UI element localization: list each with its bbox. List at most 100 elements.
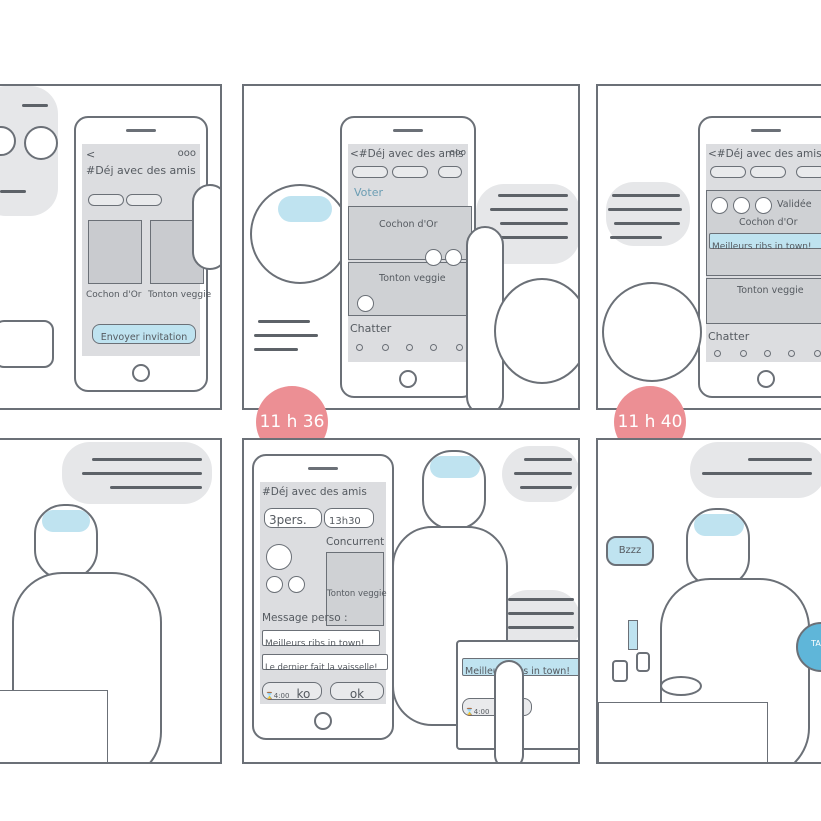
speech-line [748, 458, 812, 461]
ok-label: ok [349, 687, 365, 701]
tab-pill[interactable] [392, 166, 428, 178]
ko-button[interactable]: ⌛4:00 ko [262, 682, 322, 701]
buzz-text: Bzzz [618, 545, 642, 556]
competitor-card[interactable]: Tonton veggie [326, 552, 387, 626]
chat-label[interactable]: Chatter [708, 330, 750, 343]
competitor-label: Concurrent [326, 536, 385, 548]
option-b-label: Tonton veggie [148, 290, 212, 300]
send-invitation-label: Envoyer invitation [100, 332, 188, 343]
speech-line [610, 236, 662, 239]
hair [42, 510, 90, 532]
chat-dot [814, 350, 821, 357]
speech-line [258, 320, 310, 323]
competitor-name: Tonton veggie [327, 589, 387, 599]
plate [660, 676, 702, 696]
group-title: #Déj avec des amis [86, 164, 196, 177]
chat-dot [430, 344, 437, 351]
vote-option-b[interactable]: Tonton veggie [706, 278, 821, 324]
tab-pill[interactable] [438, 166, 462, 178]
option-a-label: Cochon d'Or [379, 219, 438, 230]
phone: <#Déj avec des amis Validée Cochon d'Or … [698, 116, 821, 398]
phone-screen: <#Déj avec des amis ooo Voter Cochon d'O… [348, 144, 472, 362]
message-chip: Meilleurs ribs in town! [709, 233, 821, 252]
tab-pill[interactable] [88, 194, 124, 206]
option-b-label: Tonton veggie [379, 273, 446, 284]
speech-line [490, 208, 568, 211]
restaurant-photo[interactable] [88, 220, 142, 284]
buzz-burst: Bzzz [606, 536, 654, 566]
chat-dot [788, 350, 795, 357]
speech-bubble [690, 442, 821, 498]
chat-dot [356, 344, 363, 351]
panel-select: #Déj avec des amis 3pers. 13h30 Concurre… [242, 438, 580, 764]
tab-pill[interactable] [352, 166, 388, 178]
option-a-label: Cochon d'Or [86, 290, 142, 300]
speech-line [514, 472, 572, 475]
sink-counter [0, 690, 108, 762]
menu-icon[interactable]: ooo [177, 148, 196, 159]
tab-pill[interactable] [710, 166, 746, 178]
hair [430, 456, 480, 478]
table-sign-text: TABL [811, 639, 821, 648]
group-title: <#Déj avec des amis [708, 148, 821, 160]
phone-speaker [308, 467, 338, 470]
speech-line [612, 194, 680, 197]
voter-avatar [425, 249, 442, 266]
chat-label[interactable]: Chatter [350, 322, 392, 335]
people-field[interactable]: 3pers. [264, 508, 322, 528]
speech-line [498, 236, 568, 239]
hair [278, 196, 332, 222]
speech-line [508, 598, 574, 601]
character-portrait [494, 278, 578, 384]
member-avatar [288, 576, 305, 593]
message-option[interactable]: Le dernier fait la vaisselle! [262, 654, 388, 673]
message-text: Le dernier fait la vaisselle! [265, 663, 378, 673]
hair [694, 514, 744, 536]
chat-dot [406, 344, 413, 351]
panel-invite: < ooo #Déj avec des amis Cochon d'Or Ton… [0, 84, 222, 410]
validated-option[interactable]: Validée Cochon d'Or Meilleurs ribs in to… [706, 190, 821, 276]
tab-pill[interactable] [126, 194, 162, 206]
home-button[interactable] [399, 370, 417, 388]
chat-dot [382, 344, 389, 351]
phone-screen: < ooo #Déj avec des amis Cochon d'Or Ton… [82, 144, 211, 356]
ko-label: ko [296, 687, 311, 701]
menu-icon[interactable]: ooo [449, 148, 466, 158]
pointing-finger [494, 660, 524, 762]
laptop-icon [0, 320, 54, 368]
back-icon[interactable]: < [86, 148, 96, 161]
chat-dot [740, 350, 747, 357]
chat-dot [714, 350, 721, 357]
time-field[interactable]: 13h30 [324, 508, 374, 528]
panel-washing [0, 438, 222, 764]
character-head [34, 504, 98, 580]
option-a-label: Cochon d'Or [739, 217, 798, 228]
home-button[interactable] [132, 364, 150, 382]
cup [612, 660, 628, 682]
group-title: #Déj avec des amis [262, 486, 367, 498]
ok-button[interactable]: ok [330, 682, 384, 701]
phone: <#Déj avec des amis ooo Voter Cochon d'O… [340, 116, 476, 398]
timer-text: ⌛4:00 [265, 692, 290, 700]
meeting-time: 13h30 [329, 516, 361, 527]
restaurant-icon [24, 126, 58, 160]
speech-line [498, 194, 568, 197]
group-title: <#Déj avec des amis [350, 148, 464, 160]
send-invitation-button[interactable]: Envoyer invitation [92, 324, 196, 344]
tab-pill[interactable] [796, 166, 821, 178]
member-avatar [266, 576, 283, 593]
speech-line [520, 486, 572, 489]
home-button[interactable] [314, 712, 332, 730]
cup [636, 652, 650, 672]
voter-avatar [755, 197, 772, 214]
tab-pill[interactable] [750, 166, 786, 178]
speech-line [702, 472, 812, 475]
people-count: 3pers. [269, 513, 307, 527]
speech-line [508, 626, 574, 629]
validated-label: Validée [777, 199, 812, 210]
vote-option-b[interactable]: Tonton veggie [348, 249, 472, 316]
home-button[interactable] [757, 370, 775, 388]
phone-screen: #Déj avec des amis 3pers. 13h30 Concurre… [260, 482, 388, 704]
message-option[interactable]: Meilleurs ribs in town! [262, 630, 380, 649]
speech-line [614, 222, 680, 225]
